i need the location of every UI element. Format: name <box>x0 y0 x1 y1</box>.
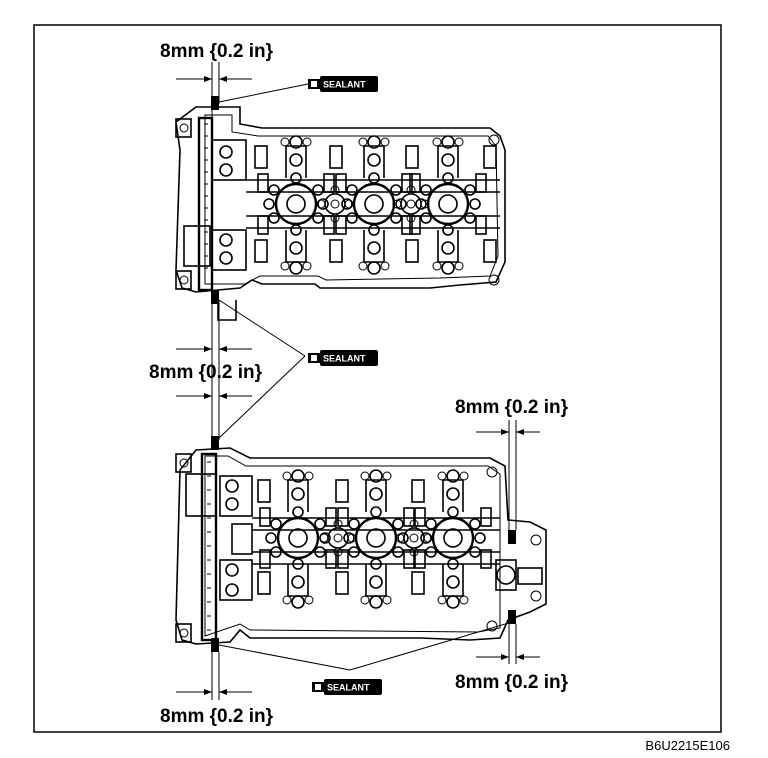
sealant-tube-top: SEALANT <box>308 76 378 92</box>
dimension-label-middle-left: 8mm {0.2 in} <box>149 362 263 383</box>
upper-cylinder-head <box>175 96 506 321</box>
dimension-label-bottom-left: 8mm {0.2 in} <box>160 706 274 727</box>
sealant-label-middle: SEALANT <box>323 354 366 364</box>
figure-border <box>33 24 722 733</box>
sealant-leader-lines <box>218 83 513 671</box>
sealant-label-top: SEALANT <box>323 80 366 90</box>
dimension-arrowheads <box>204 76 524 695</box>
sealant-tube-middle: SEALANT <box>308 350 378 366</box>
dimension-label-top: 8mm {0.2 in} <box>160 41 274 62</box>
sealant-label-bottom: SEALANT <box>327 683 370 693</box>
sealant-tube-bottom: SEALANT <box>312 679 382 695</box>
dimension-label-right-lower: 8mm {0.2 in} <box>455 672 569 693</box>
lower-cylinder-head <box>175 436 547 652</box>
dimension-label-right-upper: 8mm {0.2 in} <box>455 397 569 418</box>
dimension-lines <box>176 62 540 700</box>
figure-code: B6U2215E106 <box>645 738 730 753</box>
